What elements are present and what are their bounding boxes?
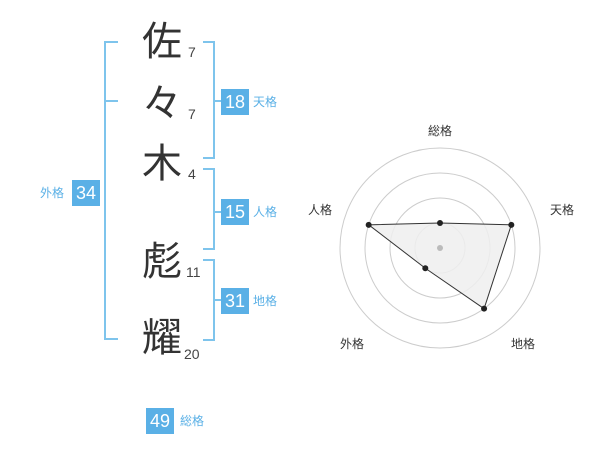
radar-point-2 [508,221,515,228]
jinkaku-label: 人格 [253,205,278,219]
gaikaku-value: 34 [72,180,100,206]
radar-point-4 [422,265,429,272]
stroke-count-2: 7 [188,106,196,122]
tenkaku-value: 18 [221,89,249,115]
soukaku-label: 総格 [180,414,205,428]
gaikaku-label: 外格 [40,186,65,200]
tenkaku-label: 天格 [253,95,278,109]
name-char-1: 佐 [142,19,182,65]
radar-label-gaikaku: 外格 [340,337,365,351]
chikaku-value: 31 [221,288,249,314]
stroke-count-3: 4 [188,166,196,182]
radar-label-chikaku: 地格 [511,337,536,351]
name-char-5: 耀 [142,315,182,361]
radar-chart [339,147,541,349]
radar-point-5 [365,221,372,228]
name-char-3: 木 [142,141,182,187]
stroke-count-5: 20 [184,346,200,362]
name-char-4: 彪 [142,239,182,285]
name-char-2: 々 [142,81,182,127]
radar-grid-ring-4 [339,147,541,349]
soukaku-value: 49 [146,408,174,434]
stroke-count-1: 7 [188,44,196,60]
chikaku-label: 地格 [253,294,278,308]
radar-label-jinkaku: 人格 [308,203,333,217]
stroke-count-4: 11 [186,264,201,280]
radar-point-3 [481,305,488,312]
radar-grid-ring-3 [364,172,516,324]
radar-point-1 [437,220,443,226]
radar-label-tenkaku: 天格 [550,203,575,217]
radar-polygon [367,222,513,310]
jinkaku-value: 15 [221,199,249,225]
radar-center-dot [437,245,443,251]
radar-label-soukaku: 総格 [428,124,453,138]
